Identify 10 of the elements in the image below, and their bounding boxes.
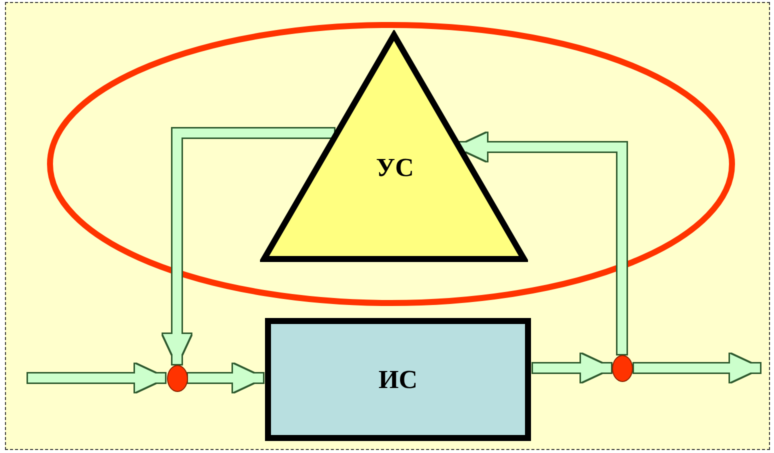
block-arrow bbox=[163, 128, 334, 364]
triangle-block bbox=[260, 30, 528, 263]
block-arrow bbox=[533, 354, 611, 382]
block-arrow bbox=[188, 364, 263, 392]
block-arrow bbox=[28, 364, 165, 392]
node-label: ИС bbox=[378, 364, 418, 394]
process-box bbox=[265, 318, 531, 441]
node-label: УС bbox=[376, 153, 414, 183]
block-arrow bbox=[457, 133, 626, 354]
block-arrow bbox=[634, 354, 760, 382]
